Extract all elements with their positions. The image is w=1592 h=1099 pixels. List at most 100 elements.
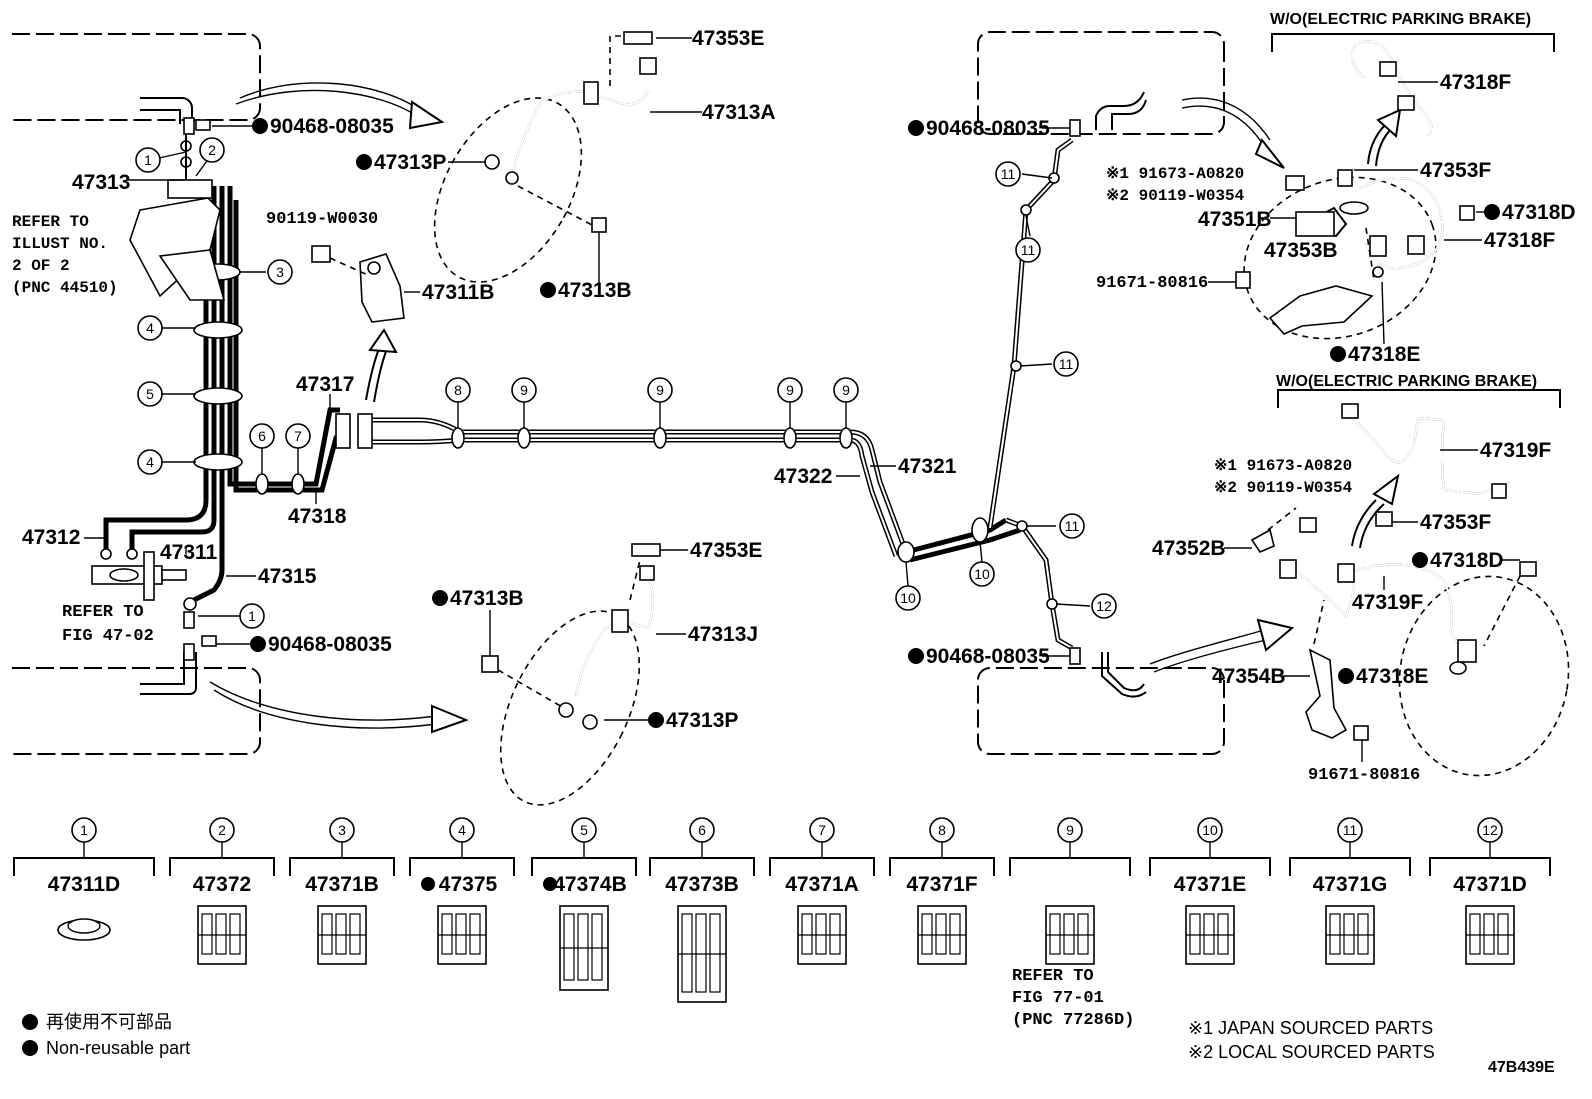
- label-j2-b: ※2 90119-W0354: [1214, 479, 1353, 497]
- clamp-part-number: 47371D: [1453, 873, 1527, 896]
- non-reusable-dot: [540, 282, 556, 298]
- clamp-part-number: 47311D: [48, 873, 120, 896]
- label-47318D-a: 47318D: [1502, 201, 1576, 224]
- label-47313A: 47313A: [702, 101, 776, 124]
- clamp-number: 9: [1066, 822, 1074, 838]
- label-47311: 47311: [160, 541, 218, 564]
- master-cylinder: [91, 548, 187, 601]
- callout-number: 9: [777, 377, 803, 403]
- clamp-number: 8: [938, 822, 946, 838]
- legend-local-sourced: ※2 LOCAL SOURCED PARTS: [1188, 1042, 1435, 1062]
- label-j1-b: ※1 91673-A0820: [1214, 457, 1352, 475]
- clamp-number: 4: [458, 822, 466, 838]
- callout-number: 9: [833, 377, 859, 403]
- refer-line: FIG 47-02: [62, 627, 154, 646]
- arrow-to-rear-left-detail: [209, 681, 469, 734]
- clamp-item: 6 47373B: [649, 817, 755, 1003]
- front-right-caliper-detail: [1235, 40, 1475, 340]
- clamp-catalog: 147311D247372347371B447375547374B647373B…: [13, 817, 1551, 1003]
- label-47315: 47315: [258, 565, 317, 588]
- clamp-number: 5: [580, 822, 588, 838]
- callout-number: 11: [995, 161, 1021, 187]
- callout-number: 10: [969, 561, 995, 587]
- clamp-number: 1: [80, 822, 88, 838]
- arrow-to-front-right-detail: [1181, 97, 1285, 169]
- rear-right-caliper-detail: [1250, 403, 1570, 777]
- callout-text: 9: [842, 382, 850, 398]
- label-91671-a: 91671-80816: [1096, 274, 1208, 293]
- label-47351B: 47351B: [1198, 208, 1272, 231]
- leader-lines: [84, 37, 1520, 762]
- left-front-union: [183, 117, 211, 135]
- label-47353F-b: 47353F: [1420, 511, 1491, 534]
- callout-number: 9: [511, 377, 537, 403]
- callout-number: 11: [1053, 351, 1079, 377]
- non-reusable-dot: [1484, 204, 1500, 220]
- legend: 再使用不可部品 Non-reusable part ※1 JAPAN SOURC…: [22, 1012, 1435, 1062]
- front-left-wheel-box: [12, 33, 261, 124]
- non-reusable-dot: [22, 1040, 38, 1056]
- refer-fig4702-note: REFER TO FIG 47-02: [62, 603, 154, 646]
- rear-left-hose-detail: [481, 543, 661, 806]
- callout-text: 11: [1065, 518, 1080, 534]
- callout-text: 11: [1021, 242, 1036, 258]
- left-rear-union: [183, 597, 217, 661]
- label-91671-b: 91671-80816: [1308, 766, 1420, 785]
- non-reusable-dot: [250, 636, 266, 652]
- label-47322: 47322: [774, 465, 832, 488]
- callout-number: 1: [135, 147, 161, 173]
- non-reusable-dot: [543, 877, 557, 891]
- refer-line: (PNC 44510): [12, 279, 118, 297]
- label-47313B-bot: 47313B: [450, 587, 524, 610]
- callout-text: 11: [1001, 166, 1016, 182]
- clamp-number: 11: [1343, 822, 1358, 838]
- non-reusable-dot: [22, 1014, 38, 1030]
- callout-number: 10: [895, 585, 921, 611]
- legend-japan-sourced: ※1 JAPAN SOURCED PARTS: [1188, 1018, 1433, 1038]
- label-47353B: 47353B: [1264, 239, 1338, 262]
- non-reusable-dot: [356, 154, 372, 170]
- bracket-47311B: [311, 245, 405, 403]
- clamp-item: 12 47371D: [1429, 817, 1551, 965]
- callout-number: 7: [285, 423, 311, 449]
- clamp-part-number: 47373B: [665, 873, 739, 896]
- label-47318D-b: 47318D: [1430, 549, 1504, 572]
- label-47352B: 47352B: [1152, 537, 1226, 560]
- clamp-part-number: 47371F: [906, 873, 977, 896]
- label-j1-a: ※1 91673-A0820: [1106, 165, 1244, 183]
- rear-brake-tubes: [335, 413, 1021, 563]
- callout-number: 4: [137, 315, 163, 341]
- refer-line: REFER TO: [62, 603, 144, 622]
- label-47318: 47318: [288, 505, 347, 528]
- rear-left-wheel-box: [12, 652, 261, 755]
- main-tube-bundle: [103, 186, 344, 605]
- non-reusable-dot: [421, 877, 435, 891]
- clamp-item: 9: [1009, 817, 1131, 965]
- label-47313: 47313: [72, 171, 130, 194]
- clamp-item: 1 47311D: [13, 817, 155, 941]
- label-wo-epb-b: W/O(ELECTRIC PARKING BRAKE): [1276, 373, 1537, 390]
- refer-line: (PNC 77286D): [1012, 1011, 1134, 1030]
- arrow-to-front-left-detail: [235, 82, 445, 130]
- label-47318E-a: 47318E: [1348, 343, 1420, 366]
- legend-jp: 再使用不可部品: [46, 1012, 172, 1032]
- label-47319F-a: 47319F: [1480, 439, 1551, 462]
- callout-text: 9: [786, 382, 794, 398]
- label-90119-W0030: 90119-W0030: [266, 210, 378, 229]
- callout-number: 8: [445, 377, 471, 403]
- callout-number: 9: [647, 377, 673, 403]
- refer-line: 2 OF 2: [12, 257, 70, 275]
- label-90468-right-top: 90468-08035: [926, 117, 1050, 140]
- callout-text: 7: [294, 428, 302, 444]
- clamp-part-number: 47372: [193, 873, 251, 896]
- label-47353F-a: 47353F: [1420, 159, 1491, 182]
- refer-line: REFER TO: [1012, 967, 1094, 986]
- clamp-number: 6: [698, 822, 706, 838]
- clamp-number: 12: [1482, 822, 1498, 838]
- label-90468-right-bot: 90468-08035: [926, 645, 1050, 668]
- callout-number: 3: [267, 259, 293, 285]
- label-47313P-bot: 47313P: [666, 709, 738, 732]
- label-47313P-top: 47313P: [374, 151, 446, 174]
